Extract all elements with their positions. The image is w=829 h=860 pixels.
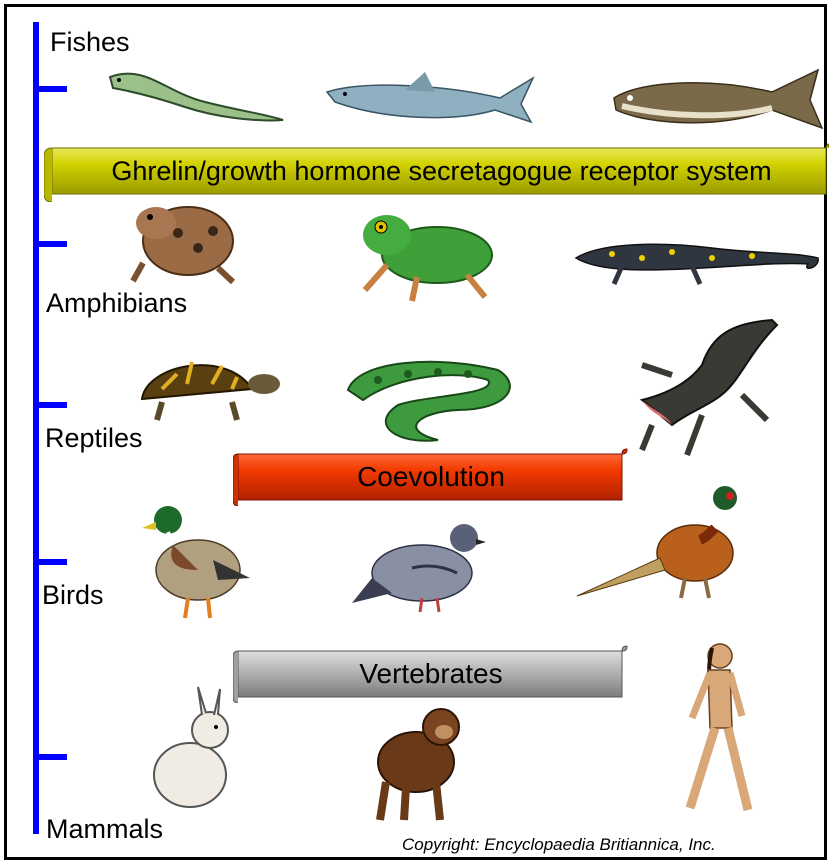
mallard-duck-icon — [138, 500, 258, 622]
label-mammals: Mammals — [46, 816, 163, 843]
tree-frog-icon — [357, 205, 497, 305]
chimpanzee-icon — [366, 702, 466, 822]
shark-icon — [325, 70, 535, 132]
banner-vertebrates-text: Vertebrates — [233, 645, 629, 703]
axis-tick-mammals — [33, 754, 67, 760]
snake-icon — [338, 350, 518, 445]
toad-icon — [128, 193, 240, 285]
label-reptiles: Reptiles — [45, 425, 143, 452]
label-fishes: Fishes — [50, 29, 130, 56]
lamprey-icon — [105, 62, 285, 124]
axis-tick-amphibians — [33, 241, 67, 247]
cod-icon — [612, 68, 824, 144]
pigeon-icon — [352, 513, 487, 615]
copyright-note: Copyright: Encyclopaedia Britiannica, In… — [402, 835, 716, 855]
rabbit-icon — [140, 685, 238, 810]
banner-coevolution-text: Coevolution — [233, 448, 629, 506]
label-birds: Birds — [42, 582, 104, 609]
axis-tick-reptiles — [33, 402, 67, 408]
pheasant-icon — [575, 478, 753, 603]
axis-tick-birds — [33, 559, 67, 565]
turtle-icon — [132, 344, 282, 426]
banner-vertebrates: Vertebrates — [233, 645, 629, 703]
banner-coevolution: Coevolution — [233, 448, 629, 506]
label-amphibians: Amphibians — [46, 290, 187, 317]
vertical-axis — [33, 22, 39, 834]
axis-tick-fishes — [33, 86, 67, 92]
alligator-icon — [632, 315, 780, 460]
salamander-icon — [572, 228, 824, 288]
human-icon — [670, 638, 770, 818]
